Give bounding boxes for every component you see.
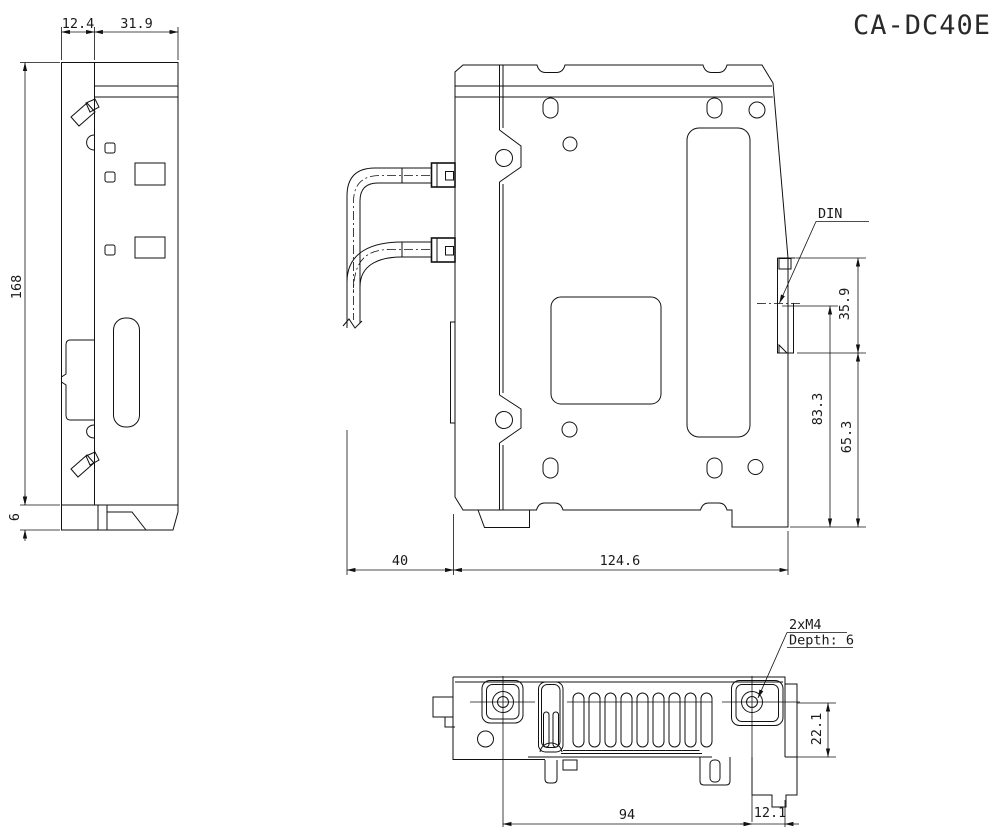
side-clip-tab-top xyxy=(86,134,95,151)
bottom-column-slot-2 xyxy=(552,711,559,748)
front-chevron-bottom xyxy=(499,394,522,444)
cable-upper-centerline xyxy=(353,175,430,320)
front-hole-1 xyxy=(562,136,578,152)
cable-upper-outline xyxy=(346,167,402,328)
bottom-column-outer xyxy=(538,681,564,753)
din-bracket-claw xyxy=(778,343,789,354)
bottom-foot-c xyxy=(699,757,731,786)
bottom-view xyxy=(432,676,800,808)
bottom-column-inner xyxy=(541,684,561,748)
side-clip-lever-bottom xyxy=(70,451,100,478)
side-square-hole-2 xyxy=(104,171,116,183)
side-foot xyxy=(61,505,179,531)
bottom-column-slot-1 xyxy=(543,711,550,748)
side-square-hole-3 xyxy=(104,244,116,256)
side-clip-lever-top xyxy=(70,98,100,127)
side-clip-bracket xyxy=(61,339,95,421)
front-hole-4 xyxy=(747,459,764,475)
side-square-hole-1 xyxy=(104,142,116,154)
dim-94-label: 94 xyxy=(619,807,635,823)
side-body-outline xyxy=(61,62,179,505)
din-label: DIN xyxy=(818,206,842,222)
front-chevron-hole-bottom xyxy=(495,411,513,429)
front-plate-outline xyxy=(454,64,789,528)
annotations: CA-DC40E 12.4 31.9 168 6 40 124.6 DIN 35… xyxy=(7,10,991,823)
side-slot xyxy=(113,317,140,428)
dim-40-label: 40 xyxy=(392,553,408,569)
bottom-bracket-d xyxy=(751,757,798,808)
cable-lower-centerline xyxy=(353,249,430,293)
front-chevron-top xyxy=(499,129,522,183)
side-window-2 xyxy=(134,236,166,259)
bottom-connector-step xyxy=(444,717,455,728)
note-depth-label: Depth: 6 xyxy=(789,633,854,649)
dim-83-3-label: 83.3 xyxy=(810,393,826,426)
cable-lower-outline xyxy=(346,241,403,288)
cable-connector-details xyxy=(436,163,454,262)
cable-lower-connector xyxy=(430,237,456,263)
side-clip-tab-bottom xyxy=(86,424,95,439)
vent-fins xyxy=(572,692,713,748)
front-foot xyxy=(477,509,530,528)
screw-boss-right-inner xyxy=(735,684,779,722)
din-bracket-notch xyxy=(778,258,792,270)
bottom-small-hole xyxy=(477,730,494,748)
side-window-1 xyxy=(134,162,166,186)
front-right-slot xyxy=(686,127,751,438)
dim-168-label: 168 xyxy=(9,275,25,299)
front-top-strip xyxy=(455,85,773,98)
screw-boss-right-outer xyxy=(731,680,784,726)
front-chevron-hole-top xyxy=(495,149,513,167)
dim-6-label: 6 xyxy=(7,513,23,521)
front-oval-hole-br xyxy=(706,457,723,479)
side-top-strip xyxy=(94,85,178,98)
bottom-connector-tab xyxy=(432,696,454,718)
front-left-rib xyxy=(499,65,504,510)
bottom-foot-c-slot xyxy=(709,759,721,783)
cable-upper-connector xyxy=(430,162,456,188)
dim-65-3-label: 65.3 xyxy=(839,421,855,454)
dim-124-6-label: 124.6 xyxy=(600,553,641,569)
front-oval-hole-bl xyxy=(542,457,559,479)
note-2xm4-label: 2xM4 xyxy=(789,617,822,633)
bottom-tab-b xyxy=(562,759,578,771)
front-center-window xyxy=(550,296,662,405)
front-edge-slot xyxy=(450,321,456,424)
dim-12-4-label: 12.4 xyxy=(62,16,95,32)
bottom-strip xyxy=(528,750,712,758)
front-oval-hole-tl xyxy=(542,97,559,119)
drawing-title: CA-DC40E xyxy=(853,10,991,41)
cable-break-line xyxy=(342,318,363,329)
bottom-body-outline xyxy=(452,676,798,760)
front-oval-hole-tr xyxy=(706,97,723,119)
dim-22-1-label: 22.1 xyxy=(809,713,825,746)
bottom-column-arc xyxy=(539,742,563,753)
bottom-foot-a xyxy=(544,760,558,784)
front-hole-3 xyxy=(561,421,578,438)
dim-31-9-label: 31.9 xyxy=(120,16,153,32)
front-view xyxy=(342,64,801,528)
din-bracket xyxy=(777,257,796,354)
dim-35-9-label: 35.9 xyxy=(837,288,853,321)
front-hole-2 xyxy=(748,101,766,119)
dimension-lines xyxy=(20,27,869,827)
side-view xyxy=(61,62,179,531)
dim-12-1-label: 12.1 xyxy=(754,805,787,821)
